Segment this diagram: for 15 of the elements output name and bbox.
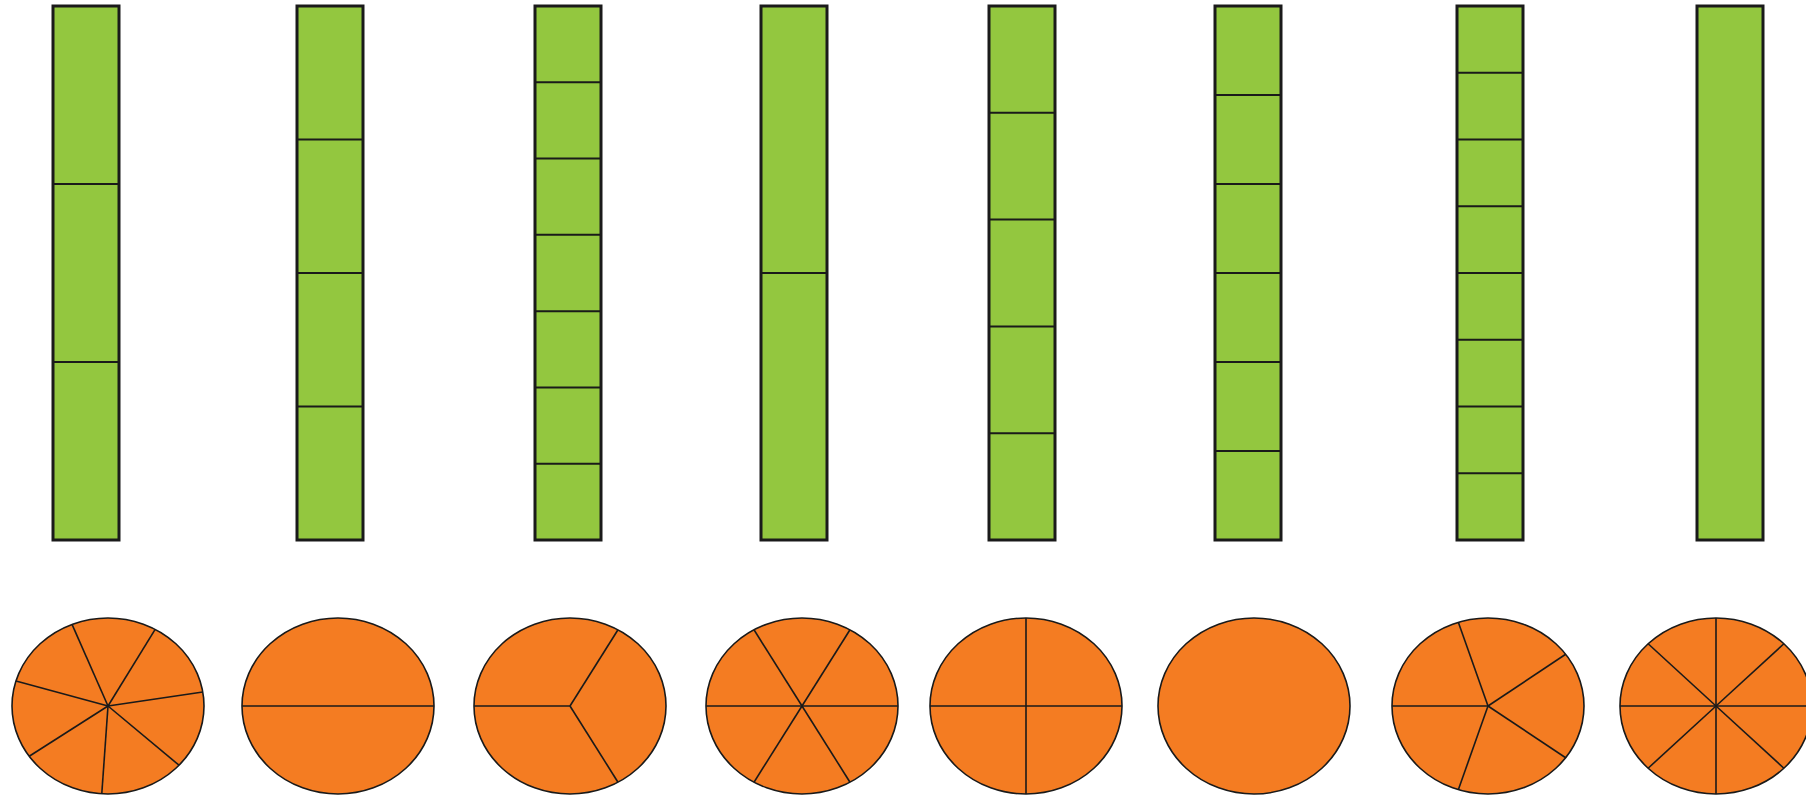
fraction-circle — [1391, 617, 1585, 795]
fraction-circle — [929, 617, 1123, 795]
fraction-circle — [11, 617, 205, 795]
fraction-bar — [533, 4, 603, 542]
fraction-bar — [51, 4, 121, 542]
fraction-circle — [705, 617, 899, 795]
fraction-bar — [1213, 4, 1283, 542]
fraction-circle — [473, 617, 667, 795]
fraction-circle — [1157, 617, 1351, 795]
fraction-bar — [1695, 4, 1765, 542]
fraction-bar — [987, 4, 1057, 542]
fraction-circle — [241, 617, 435, 795]
fraction-bar — [295, 4, 365, 542]
fraction-bar — [759, 4, 829, 542]
fraction-bar — [1455, 4, 1525, 542]
